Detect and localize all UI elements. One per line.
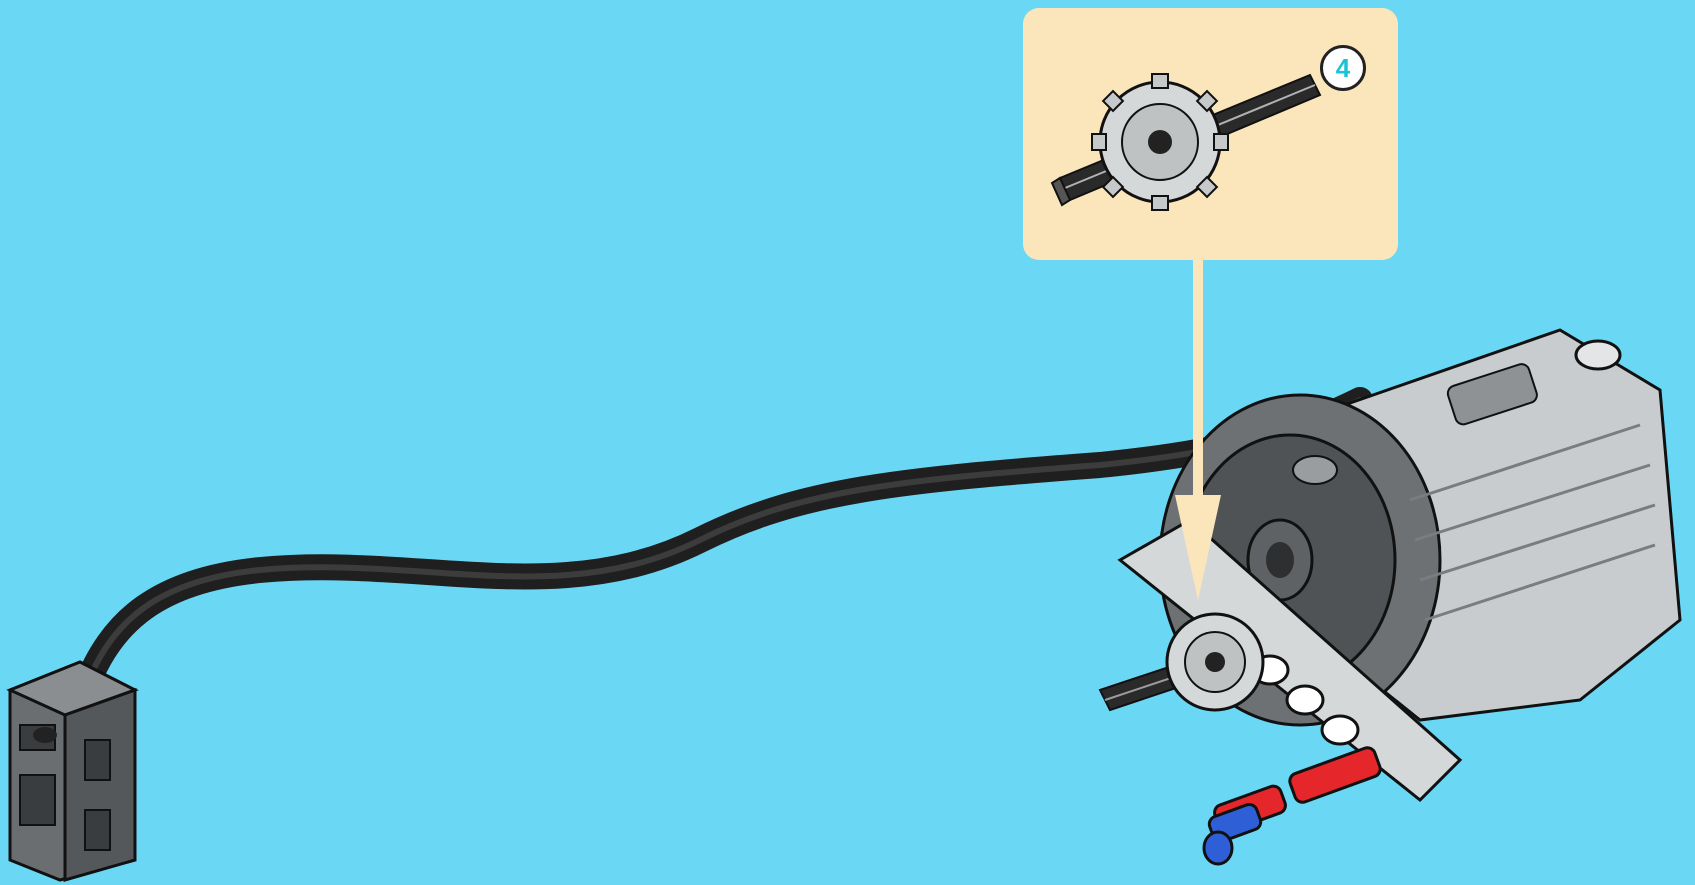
friction-pin-icon xyxy=(1204,746,1382,864)
mounted-axle-gear-icon xyxy=(1100,614,1263,710)
quantity-badge: 4 xyxy=(1320,45,1366,91)
cable-connector-icon xyxy=(10,662,135,880)
gear-12-tooth-icon xyxy=(1092,74,1228,210)
quantity-badge-label: 4 xyxy=(1336,55,1350,81)
